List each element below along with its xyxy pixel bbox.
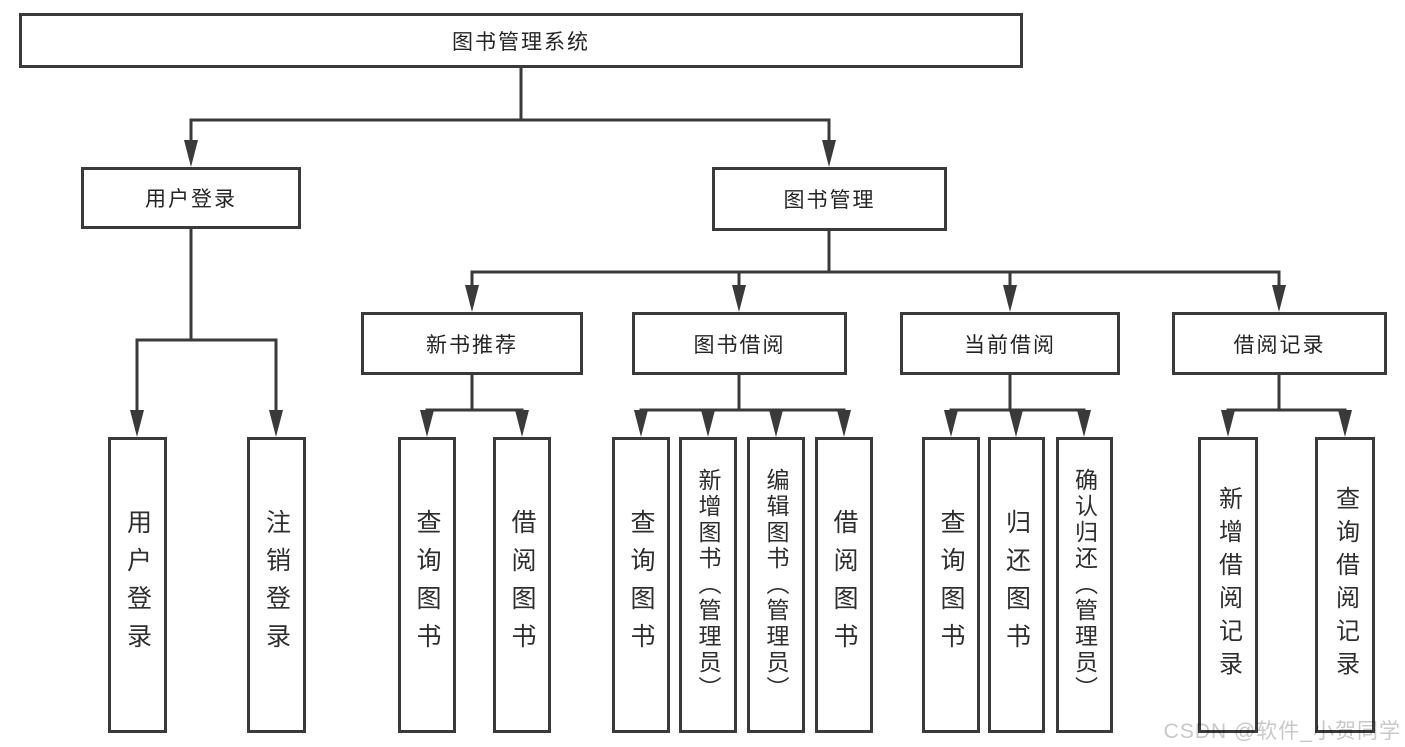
- leaf-current-confirm-return-admin-label: 确认归还（管理员）: [1071, 468, 1098, 702]
- leaf-borrow-borrow-books-label: 借阅图书: [830, 509, 858, 661]
- leaf-borrow-edit-books-admin-label: 编辑图书（管理员）: [763, 468, 789, 702]
- arrowhead-leaf-user: [130, 410, 144, 437]
- leaf-records-add-borrow-record: 新增借阅记录: [1198, 437, 1258, 733]
- leaf-logout: 注销登录: [247, 437, 306, 733]
- arrowhead-newbook: [465, 285, 479, 312]
- leaf-borrow-borrow-books: 借阅图书: [815, 437, 873, 733]
- arrowhead-leaf-brq: [1338, 410, 1352, 437]
- arrowhead-leaf-nbq: [420, 410, 434, 437]
- arrowhead-leaf-bra: [1221, 410, 1235, 437]
- arrowhead-login: [184, 140, 198, 167]
- leaf-records-query-borrow-record-label: 查询借阅记录: [1331, 486, 1359, 684]
- node-library-system-label: 图书管理系统: [452, 30, 590, 54]
- leaf-records-query-borrow-record: 查询借阅记录: [1315, 437, 1375, 733]
- leaf-newbook-query-books: 查询图书: [398, 437, 456, 733]
- leaf-logout-label: 注销登录: [262, 509, 291, 661]
- arrowhead-records: [1272, 285, 1286, 312]
- leaf-user-login: 用户登录: [108, 437, 167, 733]
- node-user-login: 用户登录: [81, 167, 301, 229]
- arrowhead-borrow: [732, 285, 746, 312]
- leaf-user-login-label: 用户登录: [123, 509, 152, 661]
- arrowhead-leaf-bbe: [769, 410, 783, 437]
- node-current-borrow-label: 当前借阅: [964, 333, 1056, 357]
- leaf-borrow-add-books-admin: 新增图书（管理员）: [679, 437, 737, 733]
- node-book-management: 图书管理: [712, 167, 947, 231]
- csdn-watermark: CSDN @软件_小贺同学: [1163, 720, 1401, 743]
- leaf-borrow-query-books: 查询图书: [612, 437, 670, 733]
- leaf-current-query-books-label: 查询图书: [937, 509, 965, 661]
- node-borrow-records-label: 借阅记录: [1233, 333, 1326, 357]
- node-user-login-label: 用户登录: [145, 188, 237, 211]
- arrowhead-leaf-bba: [701, 410, 715, 437]
- node-current-borrow: 当前借阅: [900, 312, 1120, 375]
- leaf-borrow-query-books-label: 查询图书: [627, 509, 655, 661]
- leaf-borrow-add-books-admin-label: 新增图书（管理员）: [695, 468, 721, 702]
- leaf-borrow-edit-books-admin: 编辑图书（管理员）: [747, 437, 805, 733]
- arrowhead-leaf-cbq: [944, 410, 958, 437]
- arrowhead-leaf-nbb: [515, 410, 529, 437]
- node-borrow-records: 借阅记录: [1172, 312, 1387, 375]
- arrowhead-current: [1003, 285, 1017, 312]
- node-book-management-label: 图书管理: [783, 189, 876, 212]
- node-book-borrow-label: 图书借阅: [693, 333, 786, 357]
- node-new-book-recommend-label: 新书推荐: [426, 333, 518, 357]
- node-new-book-recommend: 新书推荐: [361, 312, 583, 375]
- arrowhead-leaf-bbq: [634, 410, 648, 437]
- leaf-current-return-books: 归还图书: [988, 437, 1045, 733]
- arrowhead-leaf-logout: [269, 410, 283, 437]
- node-library-system: 图书管理系统: [19, 13, 1023, 68]
- leaf-newbook-borrow-books-label: 借阅图书: [508, 509, 536, 661]
- node-book-borrow: 图书借阅: [632, 312, 847, 375]
- leaf-current-confirm-return-admin: 确认归还（管理员）: [1056, 437, 1113, 733]
- arrowhead-mgmt: [822, 140, 836, 167]
- leaf-newbook-query-books-label: 查询图书: [413, 509, 441, 661]
- leaf-current-query-books: 查询图书: [922, 437, 980, 733]
- leaf-current-return-books-label: 归还图书: [1002, 509, 1031, 661]
- arrowhead-leaf-cbr: [1009, 410, 1023, 437]
- arrowhead-leaf-cbc: [1077, 410, 1091, 437]
- arrowhead-leaf-bbb: [837, 410, 851, 437]
- leaf-records-add-borrow-record-label: 新增借阅记录: [1214, 486, 1242, 684]
- leaf-newbook-borrow-books: 借阅图书: [493, 437, 551, 733]
